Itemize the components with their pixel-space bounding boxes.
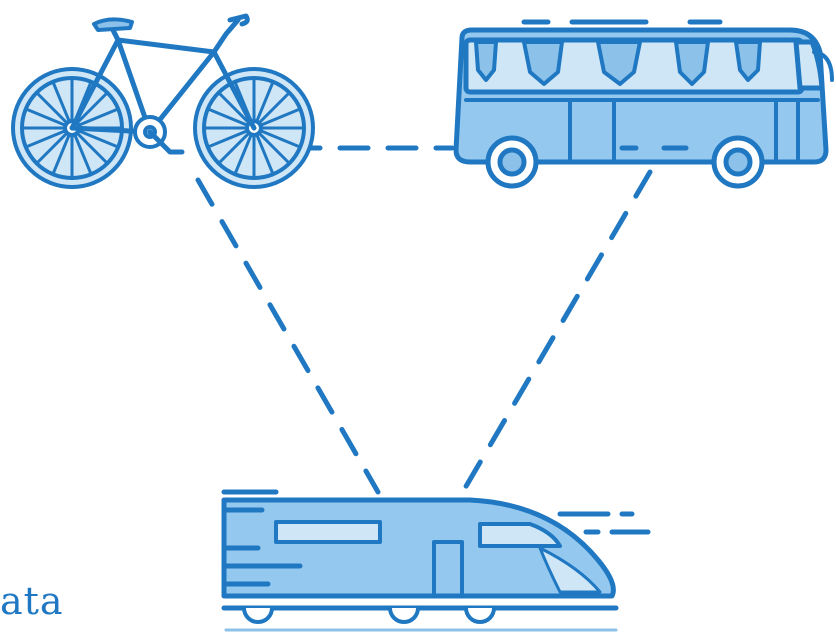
train-speed-lines xyxy=(221,489,303,587)
saddle xyxy=(92,17,134,32)
connector-lines xyxy=(195,145,653,503)
train-icon xyxy=(221,489,651,632)
pedal-arm xyxy=(147,129,185,155)
bus-curtains xyxy=(474,40,762,86)
train-wheels xyxy=(242,606,496,624)
handlebar xyxy=(227,13,250,27)
bus-mirror xyxy=(812,50,834,82)
connector-bus-train xyxy=(455,169,653,503)
train-window-long xyxy=(274,520,382,544)
bicycle-icon xyxy=(11,13,315,189)
caption-text: ata xyxy=(0,579,64,623)
train-door xyxy=(432,540,464,598)
train-motion-lines xyxy=(557,511,651,535)
train-window-cab xyxy=(478,522,562,548)
connector-bicycle-train xyxy=(195,177,381,495)
train-nose xyxy=(538,546,602,594)
bus-icon xyxy=(453,19,834,189)
